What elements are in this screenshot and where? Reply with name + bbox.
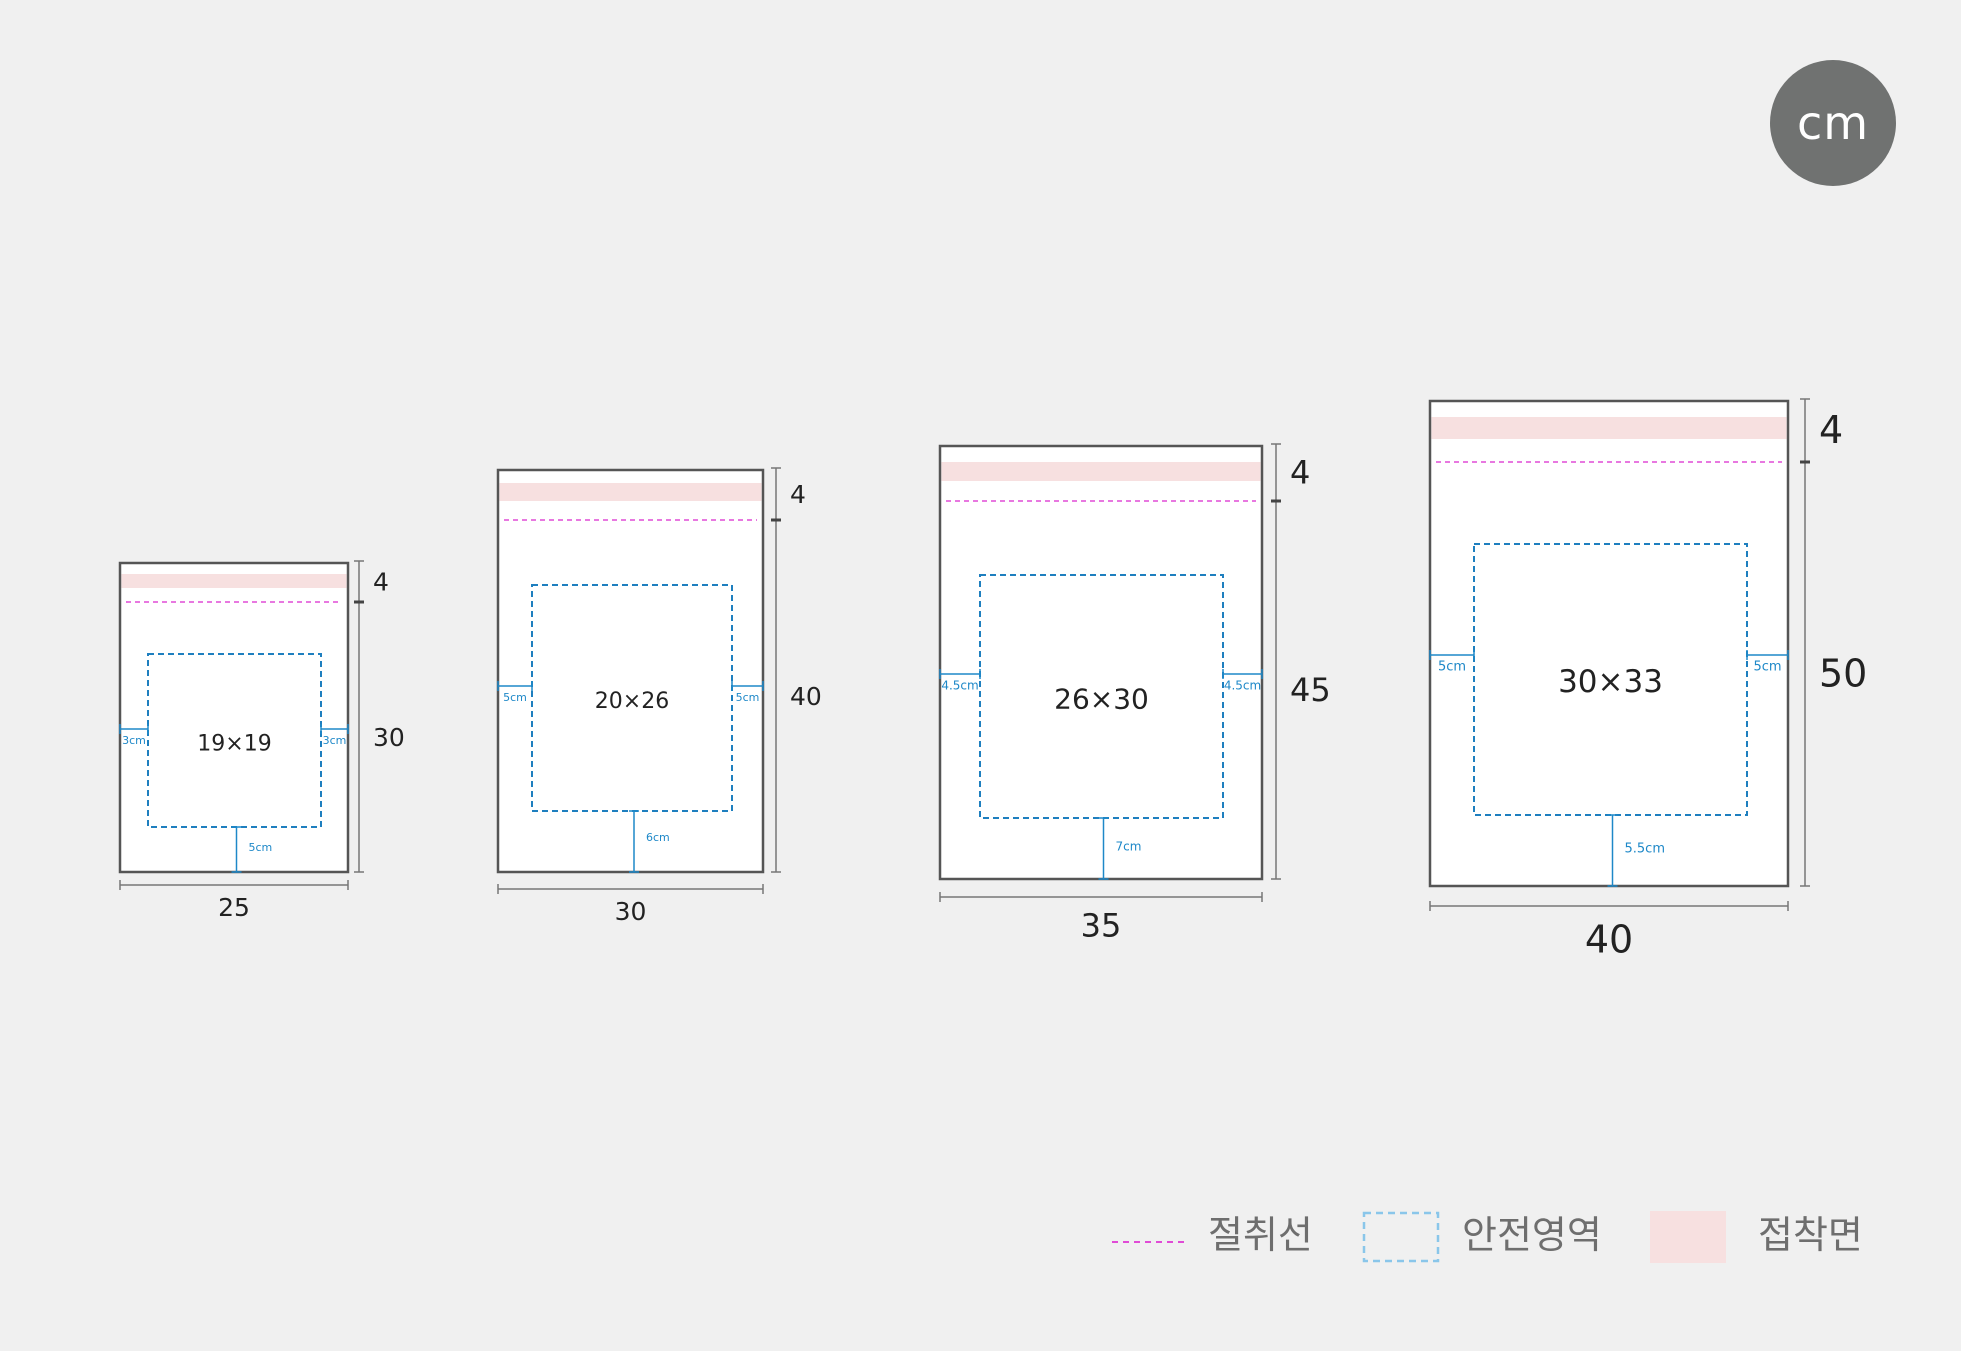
side-margin-label-left: 5cm <box>1438 660 1466 675</box>
flap-height-label: 4 <box>373 568 389 597</box>
safe-area-label: 26×30 <box>1054 683 1149 716</box>
bag-3: 26×30 4.5cm 4.5cm 7cm 35 4 45 <box>938 443 1331 944</box>
side-margin-label-left: 3cm <box>122 734 146 747</box>
side-margin-label-right: 4.5cm <box>1224 679 1261 693</box>
legend-label-adhesive: 접착면 <box>1758 1213 1863 1257</box>
side-margin-label-right: 5cm <box>1753 660 1781 675</box>
legend-label-cut-line: 절취선 <box>1208 1213 1313 1257</box>
adhesive-swatch <box>1650 1211 1726 1263</box>
bag-outline <box>118 561 350 874</box>
bottom-margin-label: 5.5cm <box>1625 842 1666 857</box>
width-label: 30 <box>615 897 647 926</box>
safe-area <box>979 574 1224 819</box>
adhesive-band <box>121 574 347 588</box>
body-height-label: 50 <box>1819 652 1867 696</box>
adhesive-band <box>941 462 1261 481</box>
adhesive-band <box>1431 417 1787 439</box>
adhesive-band <box>499 483 762 501</box>
body-height-label: 30 <box>373 723 405 752</box>
width-label: 40 <box>1585 918 1633 962</box>
legend-label-safe-area: 안전영역 <box>1462 1213 1602 1257</box>
side-margin-label-right: 3cm <box>323 734 347 747</box>
side-margin-label-right: 5cm <box>736 691 760 704</box>
cut-line-swatch <box>1112 1241 1188 1243</box>
bottom-margin-label: 7cm <box>1116 840 1142 854</box>
bottom-margin-label: 6cm <box>646 831 670 844</box>
bag-outline <box>938 444 1264 881</box>
bag-1: 19×19 3cm 3cm 5cm 25 4 30 <box>118 560 405 922</box>
flap-height-label: 4 <box>790 480 806 509</box>
width-label: 35 <box>1081 906 1122 944</box>
side-margin-label-left: 4.5cm <box>941 679 978 693</box>
bottom-margin-label: 5cm <box>249 841 273 854</box>
safe-area-label: 20×26 <box>595 689 669 714</box>
width-label: 25 <box>218 893 250 922</box>
bag-outline <box>1428 399 1790 888</box>
bag-2: 20×26 5cm 5cm 6cm 30 4 40 <box>496 467 822 926</box>
bag-4: 30×33 5cm 5cm 5.5cm 40 4 50 <box>1428 398 1867 962</box>
flap-height-label: 4 <box>1290 454 1310 492</box>
body-height-label: 40 <box>790 682 822 711</box>
unit-badge-label: cm <box>1796 96 1870 150</box>
safe-area-label: 30×33 <box>1558 664 1663 700</box>
flap-height-label: 4 <box>1819 408 1843 452</box>
safe-area-swatch <box>1362 1211 1440 1263</box>
body-height-label: 45 <box>1290 671 1331 709</box>
safe-area-label: 19×19 <box>197 732 271 757</box>
legend: 절취선 안전영역 접착면 <box>1110 1205 1870 1265</box>
unit-badge: cm <box>1770 60 1896 186</box>
side-margin-label-left: 5cm <box>503 691 527 704</box>
